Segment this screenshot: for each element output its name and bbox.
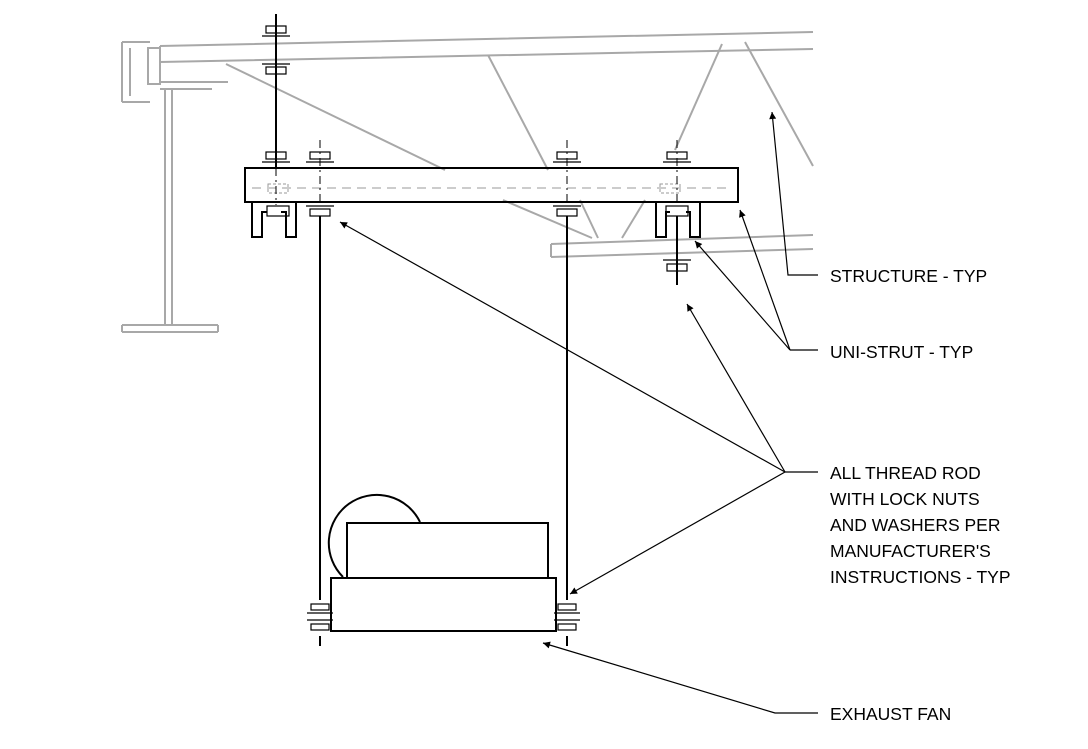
structure-steel xyxy=(121,31,814,333)
threaded-rod-label-line-5: INSTRUCTIONS - TYP xyxy=(830,567,1011,587)
exhaust-fan-label: EXHAUST FAN xyxy=(830,704,952,724)
threaded-rods xyxy=(275,14,678,646)
leaders xyxy=(339,111,818,714)
nuts-and-washers xyxy=(262,25,691,631)
threaded-rod-label-line-3: AND WASHERS PER xyxy=(830,515,1001,535)
exhaust-fan-unit xyxy=(327,493,557,632)
threaded-rod-label-line-2: WITH LOCK NUTS xyxy=(830,489,980,509)
structure-label: STRUCTURE - TYP xyxy=(830,266,988,286)
threaded-rod-label-line-4: MANUFACTURER'S xyxy=(830,541,991,561)
unistrut-label: UNI-STRUT - TYP xyxy=(830,342,974,362)
unistrut-clamp-left xyxy=(251,202,297,238)
threaded-rod-label-line-1: ALL THREAD ROD xyxy=(830,463,981,483)
unistrut-channel xyxy=(244,167,739,203)
